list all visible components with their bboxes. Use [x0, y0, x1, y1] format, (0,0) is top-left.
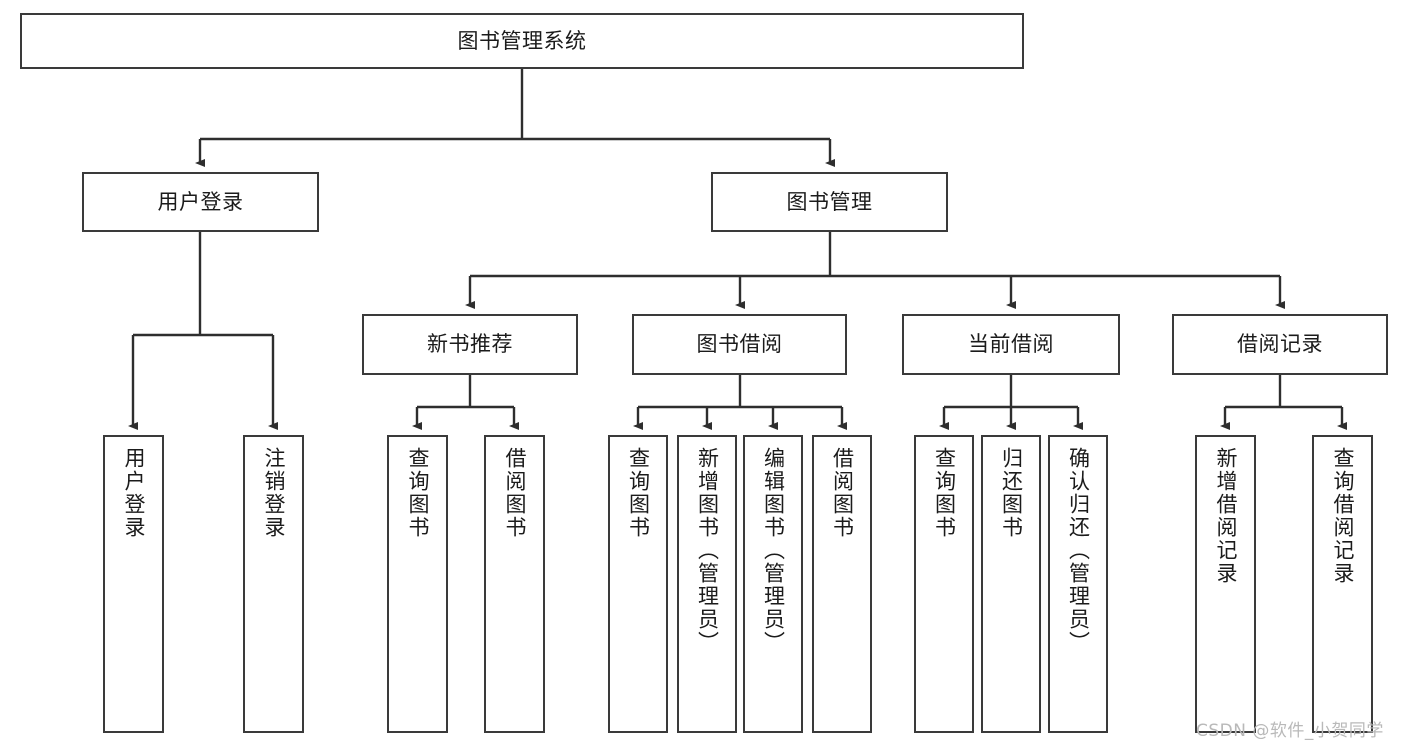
node-query-book-1-label: 查询图书: [406, 447, 430, 539]
node-query-borrow-record-label: 查询借阅记录: [1331, 447, 1355, 585]
node-root[interactable]: 图书管理系统: [20, 13, 1024, 69]
node-confirm-return-admin-label: 确认归还（管理员）: [1066, 447, 1091, 654]
node-query-book-2[interactable]: 查询图书: [608, 435, 668, 733]
node-current-borrow[interactable]: 当前借阅: [902, 314, 1120, 375]
node-edit-book-admin[interactable]: 编辑图书（管理员）: [743, 435, 803, 733]
node-root-label: 图书管理系统: [457, 28, 587, 53]
node-return-book-label: 归还图书: [999, 447, 1024, 539]
node-add-book-admin-label: 新增图书（管理员）: [695, 447, 720, 654]
node-query-book-1[interactable]: 查询图书: [387, 435, 448, 733]
node-add-borrow-record[interactable]: 新增借阅记录: [1195, 435, 1256, 733]
node-user-login-do[interactable]: 用户登录: [103, 435, 164, 733]
node-return-book[interactable]: 归还图书: [981, 435, 1041, 733]
node-add-book-admin[interactable]: 新增图书（管理员）: [677, 435, 737, 733]
node-query-borrow-record[interactable]: 查询借阅记录: [1312, 435, 1373, 733]
node-current-borrow-label: 当前借阅: [968, 332, 1054, 357]
node-borrow-record[interactable]: 借阅记录: [1172, 314, 1388, 375]
csdn-watermark: CSDN @软件_小贺同学: [1196, 716, 1384, 741]
node-query-book-3[interactable]: 查询图书: [914, 435, 974, 733]
csdn-watermark-text: CSDN @软件_小贺同学: [1196, 721, 1384, 741]
node-query-book-3-label: 查询图书: [932, 447, 957, 539]
node-user-logout-label: 注销登录: [262, 447, 286, 539]
node-borrow-book-1-label: 借阅图书: [503, 447, 527, 539]
node-user-logout[interactable]: 注销登录: [243, 435, 304, 733]
node-borrow-book-1[interactable]: 借阅图书: [484, 435, 545, 733]
node-new-book-recommend[interactable]: 新书推荐: [362, 314, 578, 375]
node-borrow-book-2[interactable]: 借阅图书: [812, 435, 872, 733]
node-borrow-book-2-label: 借阅图书: [830, 447, 855, 539]
node-book-borrow-label: 图书借阅: [696, 332, 783, 357]
node-query-book-2-label: 查询图书: [626, 447, 651, 539]
node-user-login-label: 用户登录: [157, 189, 244, 214]
node-borrow-record-label: 借阅记录: [1237, 332, 1323, 357]
node-book-manage[interactable]: 图书管理: [711, 172, 948, 232]
node-user-login[interactable]: 用户登录: [82, 172, 319, 232]
node-book-borrow[interactable]: 图书借阅: [632, 314, 847, 375]
node-add-borrow-record-label: 新增借阅记录: [1214, 447, 1238, 585]
node-edit-book-admin-label: 编辑图书（管理员）: [761, 447, 786, 654]
node-user-login-do-label: 用户登录: [122, 447, 146, 539]
node-new-book-recommend-label: 新书推荐: [427, 332, 513, 357]
node-confirm-return-admin[interactable]: 确认归还（管理员）: [1048, 435, 1108, 733]
node-book-manage-label: 图书管理: [786, 189, 873, 214]
